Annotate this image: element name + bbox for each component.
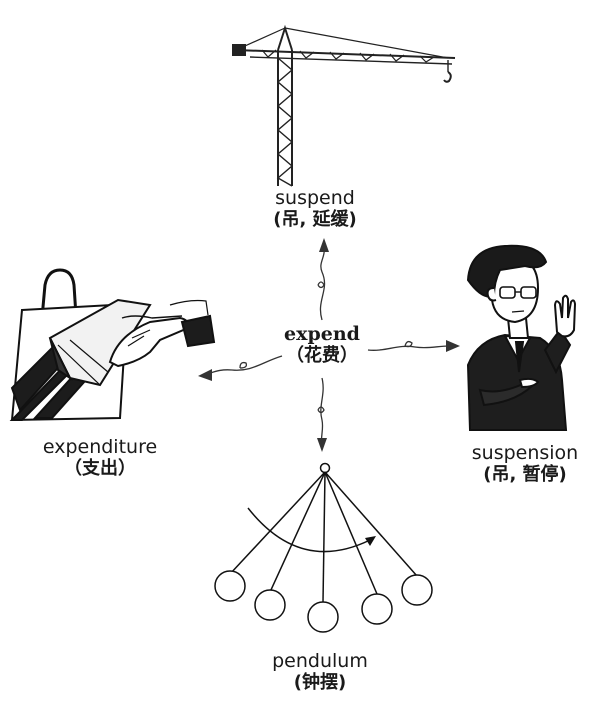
label-suspend: suspend (吊, 延缓) xyxy=(255,187,375,231)
expend-gloss: （花费） xyxy=(286,345,358,366)
suspend-gloss: (吊, 延缓) xyxy=(273,209,357,230)
label-expenditure: expenditure （支出） xyxy=(30,436,170,480)
label-center: expend （花费） xyxy=(262,323,382,367)
connector-arrows xyxy=(198,238,460,452)
suspension-gloss: (吊, 暂停) xyxy=(483,464,567,485)
shopping-bag-icon xyxy=(9,268,216,422)
expenditure-word: expenditure xyxy=(42,436,158,458)
expenditure-gloss: （支出） xyxy=(64,458,136,479)
crane-icon xyxy=(232,24,456,187)
man-figure-icon xyxy=(466,244,577,431)
expend-word: expend xyxy=(284,323,360,345)
label-suspension: suspension (吊, 暂停) xyxy=(455,442,595,486)
pendulum-icon xyxy=(214,462,433,633)
pendulum-word: pendulum xyxy=(272,650,368,672)
suspend-word: suspend xyxy=(275,187,355,209)
suspension-word: suspension xyxy=(471,442,579,464)
label-pendulum: pendulum (钟摆) xyxy=(260,650,380,694)
pendulum-gloss: (钟摆) xyxy=(293,672,347,693)
